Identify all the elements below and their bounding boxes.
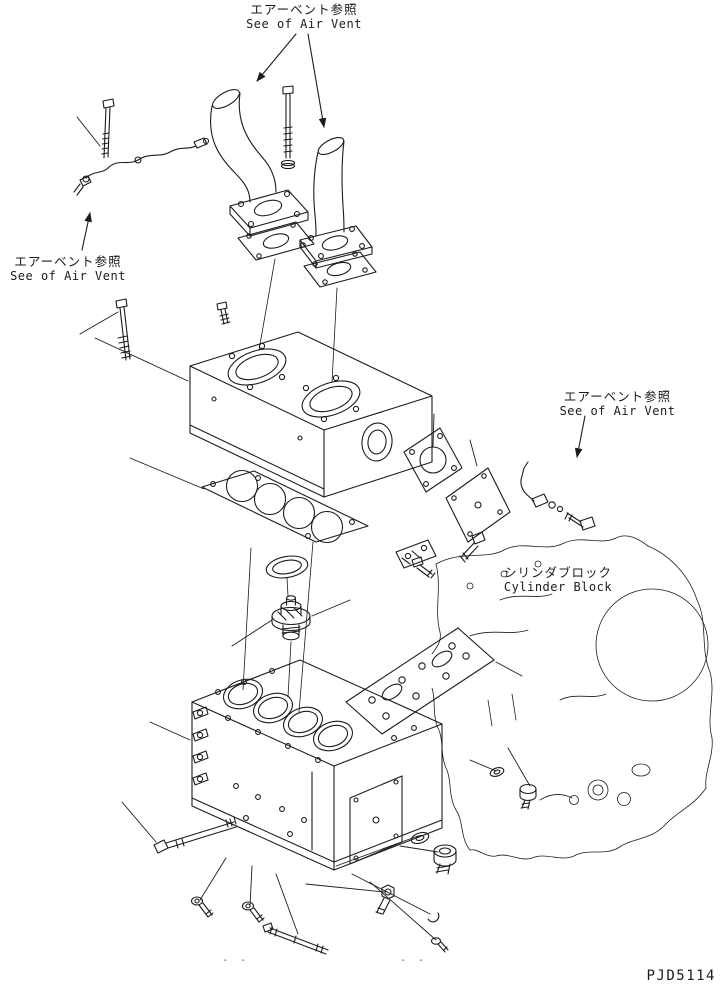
seal-ring: [265, 555, 309, 579]
plug-b: [433, 844, 457, 875]
plate-gasket: [403, 427, 463, 493]
footer-mark-right: - -: [400, 955, 428, 966]
cover-plate: [445, 467, 511, 543]
label-air-vent-top-jp: エアーベント参照: [250, 2, 358, 17]
label-air-vent-right-en: See of Air Vent: [559, 404, 676, 418]
air-vent-fitting-right: [520, 461, 596, 531]
bolt-bottom-c: [430, 937, 449, 953]
label-air-vent-left-en: See of Air Vent: [10, 269, 126, 283]
plug-a: [519, 783, 537, 810]
stud-bottom: [262, 922, 329, 955]
flange-bolt-bottom: [375, 884, 395, 915]
drawing-number: PJD5114: [646, 968, 716, 984]
bolt-top-center: [280, 85, 296, 170]
label-air-vent-left-jp: エアーベント参照: [14, 254, 122, 269]
bolt-bottom-b: [241, 901, 265, 923]
air-vent-hose-left: [73, 137, 210, 196]
washer-a: [410, 831, 430, 845]
bolt-bottom-a: [190, 896, 214, 918]
pipe-gasket-right: [303, 251, 377, 288]
footer-mark-left: - -: [222, 955, 250, 966]
callout-arrows: [81, 33, 586, 459]
washer-b: [489, 767, 505, 777]
snap-ring: [427, 912, 440, 923]
leader-lines: [76, 116, 531, 941]
cylinder-block-outline: [431, 535, 713, 860]
label-air-vent-right: エアーベント参照 See of Air Vent: [545, 389, 690, 419]
label-air-vent-top: エアーベント参照 See of Air Vent: [230, 2, 378, 32]
pipe-gasket-left: [237, 221, 315, 261]
label-cylinder-block: シリンダブロック Cylinder Block: [482, 565, 634, 595]
air-vent-pipe-left: [210, 89, 277, 203]
cylinder-head-block: [191, 659, 443, 871]
pipe-flange-right: [299, 225, 373, 269]
thermostat-housing: [189, 331, 433, 498]
housing-gasket: [201, 469, 369, 544]
air-vent-pipe-right: [313, 137, 345, 237]
bracket: [395, 539, 437, 569]
stud-long: [153, 816, 237, 854]
head-gasket: [345, 627, 495, 735]
label-cylinder-block-jp: シリンダブロック: [503, 565, 612, 580]
label-air-vent-right-jp: エアーベント参照: [563, 389, 672, 404]
pipe-flange-left: [229, 189, 309, 237]
label-cylinder-block-en: Cylinder Block: [503, 580, 613, 594]
bolt-long-left: [115, 298, 132, 361]
bolt-mid-a: [459, 531, 486, 563]
bolt-mid-b: [411, 556, 436, 579]
thermostat: [271, 595, 311, 641]
bolt-long-top-left: [101, 98, 115, 159]
label-air-vent-left: エアーベント参照 See of Air Vent: [2, 254, 134, 284]
bolt-small-top: [216, 301, 231, 325]
label-air-vent-top-en: See of Air Vent: [246, 17, 362, 31]
